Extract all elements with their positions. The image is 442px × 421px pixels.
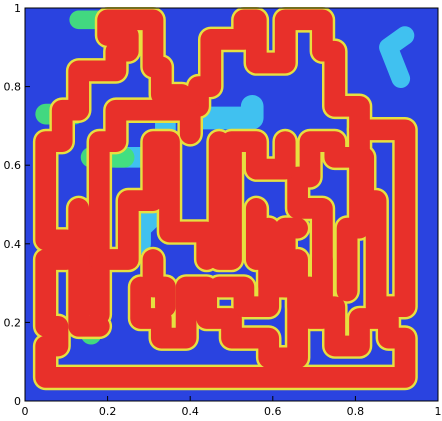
high-branch-6 — [274, 217, 333, 329]
y-tick-label-1: 0.2 — [4, 316, 22, 329]
plot-frame — [24, 7, 439, 402]
plot-area — [25, 6, 438, 401]
high-branch-1 — [88, 131, 218, 270]
x-tick-label-5: 1 — [435, 405, 442, 418]
y-axis: 0 0.2 0.4 0.6 0.8 1 — [4, 2, 30, 408]
x-tick-label-3: 0.6 — [264, 405, 282, 418]
x-tick-label-2: 0.4 — [181, 405, 199, 418]
high-branch-2 — [208, 131, 296, 270]
x-tick-label-0: 0 — [22, 405, 29, 418]
high-branch-7 — [336, 119, 370, 302]
high-channel — [35, 9, 416, 388]
high-branch-0 — [88, 99, 201, 325]
x-tick-label-4: 0.8 — [347, 405, 365, 418]
y-tick-label-2: 0.4 — [4, 238, 22, 251]
x-tick-label-1: 0.2 — [99, 405, 117, 418]
y-tick-label-0: 0 — [14, 395, 21, 408]
y-tick-label-3: 0.6 — [4, 159, 22, 172]
high-branch-9 — [68, 198, 110, 337]
high-branch-5 — [208, 198, 280, 318]
mid-region-3 — [379, 26, 415, 88]
mid-region-0 — [178, 94, 264, 130]
y-tick-label-5: 1 — [14, 2, 21, 15]
x-axis: 0 0.2 0.4 0.6 0.8 1 — [22, 396, 442, 418]
high-branch-4 — [142, 249, 176, 318]
y-tick-label-4: 0.8 — [4, 81, 22, 94]
